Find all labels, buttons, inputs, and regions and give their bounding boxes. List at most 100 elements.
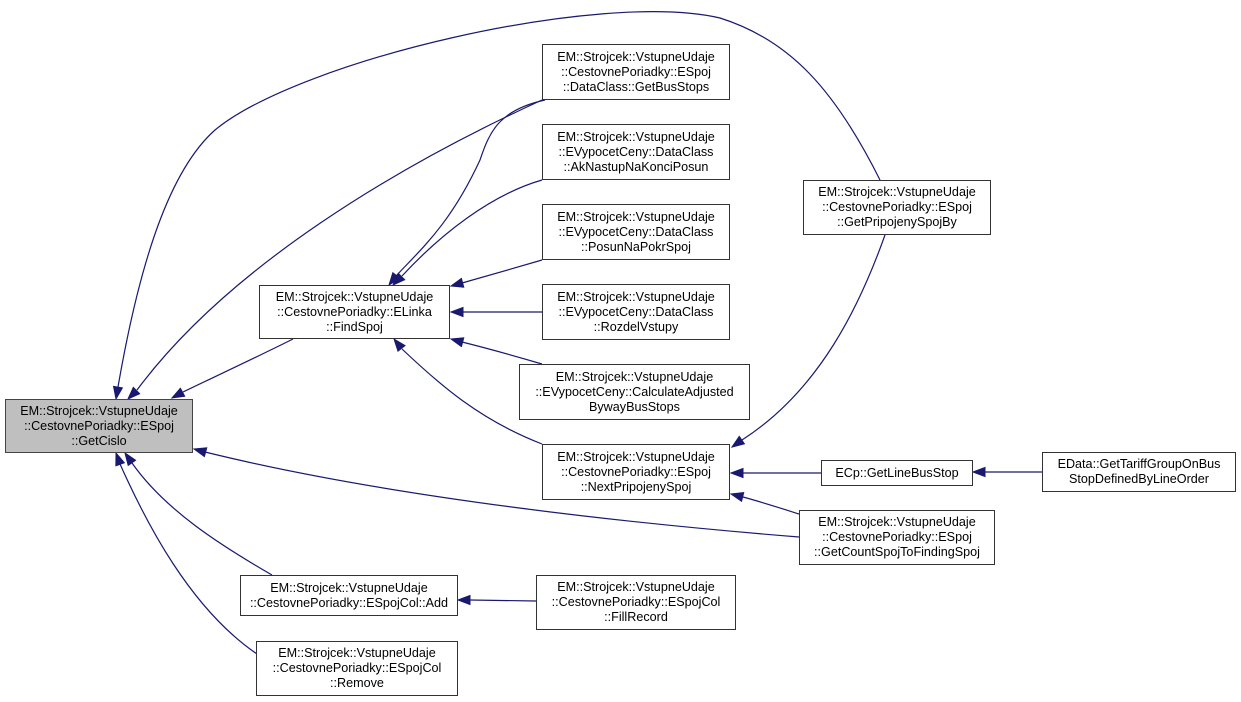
arrowhead-icon	[112, 385, 124, 401]
node-label-line: ::EVypocetCeny::DataClass	[558, 224, 714, 239]
node-label-line: EM::Strojcek::VstupneUdaje	[557, 49, 715, 64]
edge-line	[136, 99, 543, 391]
arrowhead-icon	[393, 337, 406, 353]
arrowhead-icon	[730, 435, 746, 448]
edge-line	[119, 463, 261, 657]
node-label-line: BywayBusStops	[588, 399, 680, 414]
node-label: EM::Strojcek::VstupneUdaje::CestovnePori…	[814, 515, 980, 560]
node-label-line: ::CestovnePoriadky::ESpoj	[24, 418, 174, 433]
edge-line	[204, 451, 800, 538]
edge-getpripojeny-to-nextpripojeny	[730, 234, 886, 448]
edge-getcount-to-getcislo	[192, 447, 800, 538]
node-label-line: ::GetPripojenySpojBy	[837, 215, 957, 229]
arrowhead-icon	[729, 491, 745, 503]
arrowhead-icon	[449, 277, 465, 288]
node-getpripojeny[interactable]: EM::Strojcek::VstupneUdaje::CestovnePori…	[803, 180, 991, 235]
node-aknastup[interactable]: EM::Strojcek::VstupneUdaje::EVypocetCeny…	[542, 124, 730, 180]
edge-aknastup-to-findspoj	[391, 179, 543, 287]
node-fillrecord[interactable]: EM::Strojcek::VstupneUdaje::CestovnePori…	[536, 575, 736, 630]
node-label-line: ::AkNastupNaKonciPosun	[563, 159, 709, 174]
node-label-line: ::CestovnePoriadky::ESpojCol	[272, 661, 442, 675]
node-label-line: EM::Strojcek::VstupneUdaje	[270, 580, 428, 595]
edge-rozdel-to-findspoj	[449, 306, 542, 318]
node-getcislo[interactable]: EM::Strojcek::VstupneUdaje::CestovnePori…	[5, 399, 193, 453]
node-remove[interactable]: EM::Strojcek::VstupneUdaje::CestovnePori…	[256, 641, 458, 696]
node-label-line: ::NextPripojenySpoj	[580, 479, 692, 494]
arrowhead-icon	[971, 466, 986, 478]
node-label-line: StopDefinedByLineOrder	[1068, 472, 1209, 486]
edge-getpripojeny-to-getcislo	[112, 11, 881, 401]
edge-getbusstops-to-getcislo	[126, 99, 543, 401]
edge-fillrecord-to-add	[456, 594, 537, 606]
node-label-line: EM::Strojcek::VstupneUdaje	[278, 646, 436, 660]
edge-calcadj-to-findspoj	[449, 337, 543, 365]
node-label: EM::Strojcek::VstupneUdaje::EVypocetCeny…	[557, 290, 715, 335]
edge-line	[461, 341, 543, 365]
arrowhead-icon	[449, 306, 464, 318]
node-label-line: ::FillRecord	[604, 610, 668, 624]
node-label-line: EM::Strojcek::VstupneUdaje	[557, 289, 715, 304]
arrowhead-icon	[456, 594, 471, 606]
node-label-line: ECp::GetLineBusStop	[835, 465, 959, 480]
node-getbusstops[interactable]: EM::Strojcek::VstupneUdaje::CestovnePori…	[542, 44, 730, 100]
node-posun[interactable]: EM::Strojcek::VstupneUdaje::EVypocetCeny…	[542, 204, 730, 260]
edge-line	[117, 11, 881, 388]
node-label-line: EM::Strojcek::VstupneUdaje	[275, 289, 434, 304]
node-label: EM::Strojcek::VstupneUdaje::CestovnePori…	[557, 450, 715, 495]
node-calcadj[interactable]: EM::Strojcek::VstupneUdaje::EVypocetCeny…	[519, 364, 750, 420]
node-label-line: EM::Strojcek::VstupneUdaje	[557, 129, 715, 144]
node-label-line: ::EVypocetCeny::DataClass	[558, 304, 714, 319]
edge-line	[741, 234, 886, 441]
edge-remove-to-getcislo	[115, 451, 261, 657]
node-label-line: ::CestovnePoriadky::ESpojCol::Add	[249, 595, 449, 610]
node-label: EM::Strojcek::VstupneUdaje::EVypocetCeny…	[535, 370, 733, 415]
node-findspoj[interactable]: EM::Strojcek::VstupneUdaje::CestovnePori…	[259, 285, 450, 339]
node-label: EM::Strojcek::VstupneUdaje::CestovnePori…	[250, 581, 448, 611]
node-label: EM::Strojcek::VstupneUdaje::EVypocetCeny…	[557, 210, 715, 255]
arrowhead-icon	[115, 451, 126, 467]
node-label-line: ::CestovnePoriadky::ESpoj	[561, 64, 711, 79]
node-label-line: EM::Strojcek::VstupneUdaje	[818, 185, 976, 199]
edge-line	[742, 496, 800, 515]
node-label-line: EM::Strojcek::VstupneUdaje	[557, 580, 715, 594]
arrowhead-icon	[124, 451, 137, 467]
node-label-line: EM::Strojcek::VstupneUdaje	[20, 403, 178, 418]
node-label-line: EM::Strojcek::VstupneUdaje	[818, 515, 976, 529]
node-label: EM::Strojcek::VstupneUdaje::CestovnePori…	[818, 185, 976, 230]
arrowhead-icon	[192, 447, 208, 458]
node-getcount[interactable]: EM::Strojcek::VstupneUdaje::CestovnePori…	[799, 510, 995, 565]
node-label-line: ::CestovnePoriadky::ESpoj	[822, 530, 972, 544]
arrowhead-icon	[391, 272, 406, 287]
edge-getbusstops-to-findspoj	[388, 99, 546, 287]
edge-line	[131, 462, 273, 576]
node-getlinebusstop[interactable]: ECp::GetLineBusStop	[821, 460, 973, 486]
edge-line	[395, 99, 546, 277]
edge-line	[461, 259, 543, 284]
node-label-line: ::CestovnePoriadky::ELinka	[277, 304, 432, 319]
node-nextpripojeny[interactable]: EM::Strojcek::VstupneUdaje::CestovnePori…	[542, 444, 730, 500]
node-label-line: ::GetCountSpojToFindingSpoj	[814, 545, 980, 559]
node-label-line: ::EVypocetCeny::DataClass	[558, 144, 714, 159]
edge-line	[401, 348, 543, 445]
node-label: EM::Strojcek::VstupneUdaje::CestovnePori…	[552, 580, 721, 625]
node-label-line: ::CestovnePoriadky::ESpoj	[561, 464, 711, 479]
node-label-line: ::CestovnePoriadky::ESpojCol	[551, 595, 721, 609]
node-add[interactable]: EM::Strojcek::VstupneUdaje::CestovnePori…	[240, 575, 458, 616]
edge-findspoj-to-getcislo	[170, 338, 294, 399]
edge-getcount-to-nextpripojeny	[729, 491, 800, 515]
node-label-line: ::FindSpoj	[326, 319, 383, 334]
arrowhead-icon	[170, 387, 186, 399]
arrowhead-icon	[449, 337, 465, 348]
edge-line	[182, 338, 294, 393]
node-rozdel[interactable]: EM::Strojcek::VstupneUdaje::EVypocetCeny…	[542, 284, 730, 340]
node-label: EM::Strojcek::VstupneUdaje::CestovnePori…	[20, 404, 178, 449]
node-label-line: ::EVypocetCeny::CalculateAdjusted	[535, 384, 734, 399]
node-label-line: ::Remove	[330, 676, 384, 690]
node-label: EM::Strojcek::VstupneUdaje::CestovnePori…	[557, 50, 715, 95]
node-label-line: EM::Strojcek::VstupneUdaje	[557, 449, 715, 464]
node-label-line: ::GetCislo	[71, 433, 127, 448]
edge-gettariff-to-getlinebusstop	[971, 466, 1042, 478]
